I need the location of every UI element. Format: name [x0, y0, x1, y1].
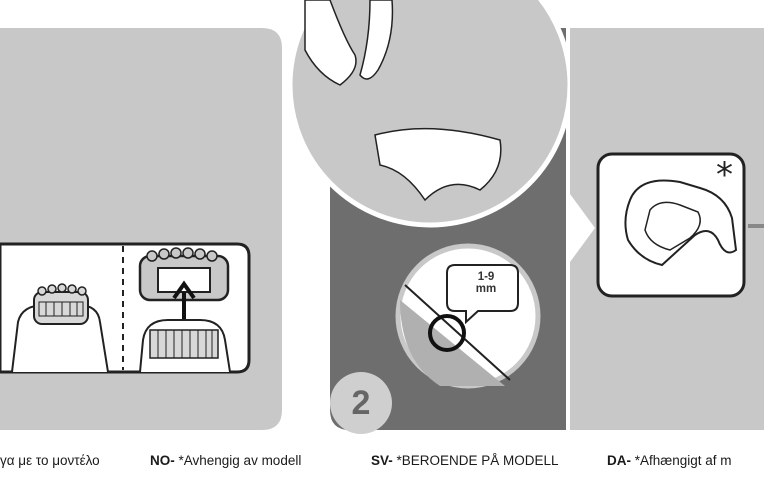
- accessory-cap-icon: [624, 179, 738, 267]
- caption-norwegian: NO- *Avhengig av modell: [150, 453, 302, 468]
- caption-swedish: SV- *BEROENDE PÅ MODELL: [371, 453, 559, 468]
- body-silhouette-icon: [287, 0, 573, 228]
- magnifier-hair-icon: [395, 243, 541, 389]
- epilator-head-icon: [139, 319, 231, 373]
- asterisk-mark: *: [716, 155, 733, 195]
- step-number-badge: 2: [330, 372, 392, 434]
- hair-length-unit: mm: [475, 283, 497, 295]
- hair-length-value: 1-9: [477, 271, 495, 283]
- caption-danish: DA- *Afhængigt af m: [607, 453, 732, 468]
- head-change-box: [0, 242, 251, 374]
- hair-length-label: 1-9 mm: [467, 271, 505, 295]
- caption-greek: γα με το μοντέλο: [0, 453, 100, 468]
- accessory-box: [596, 152, 764, 298]
- epilator-head-icon: [11, 283, 109, 373]
